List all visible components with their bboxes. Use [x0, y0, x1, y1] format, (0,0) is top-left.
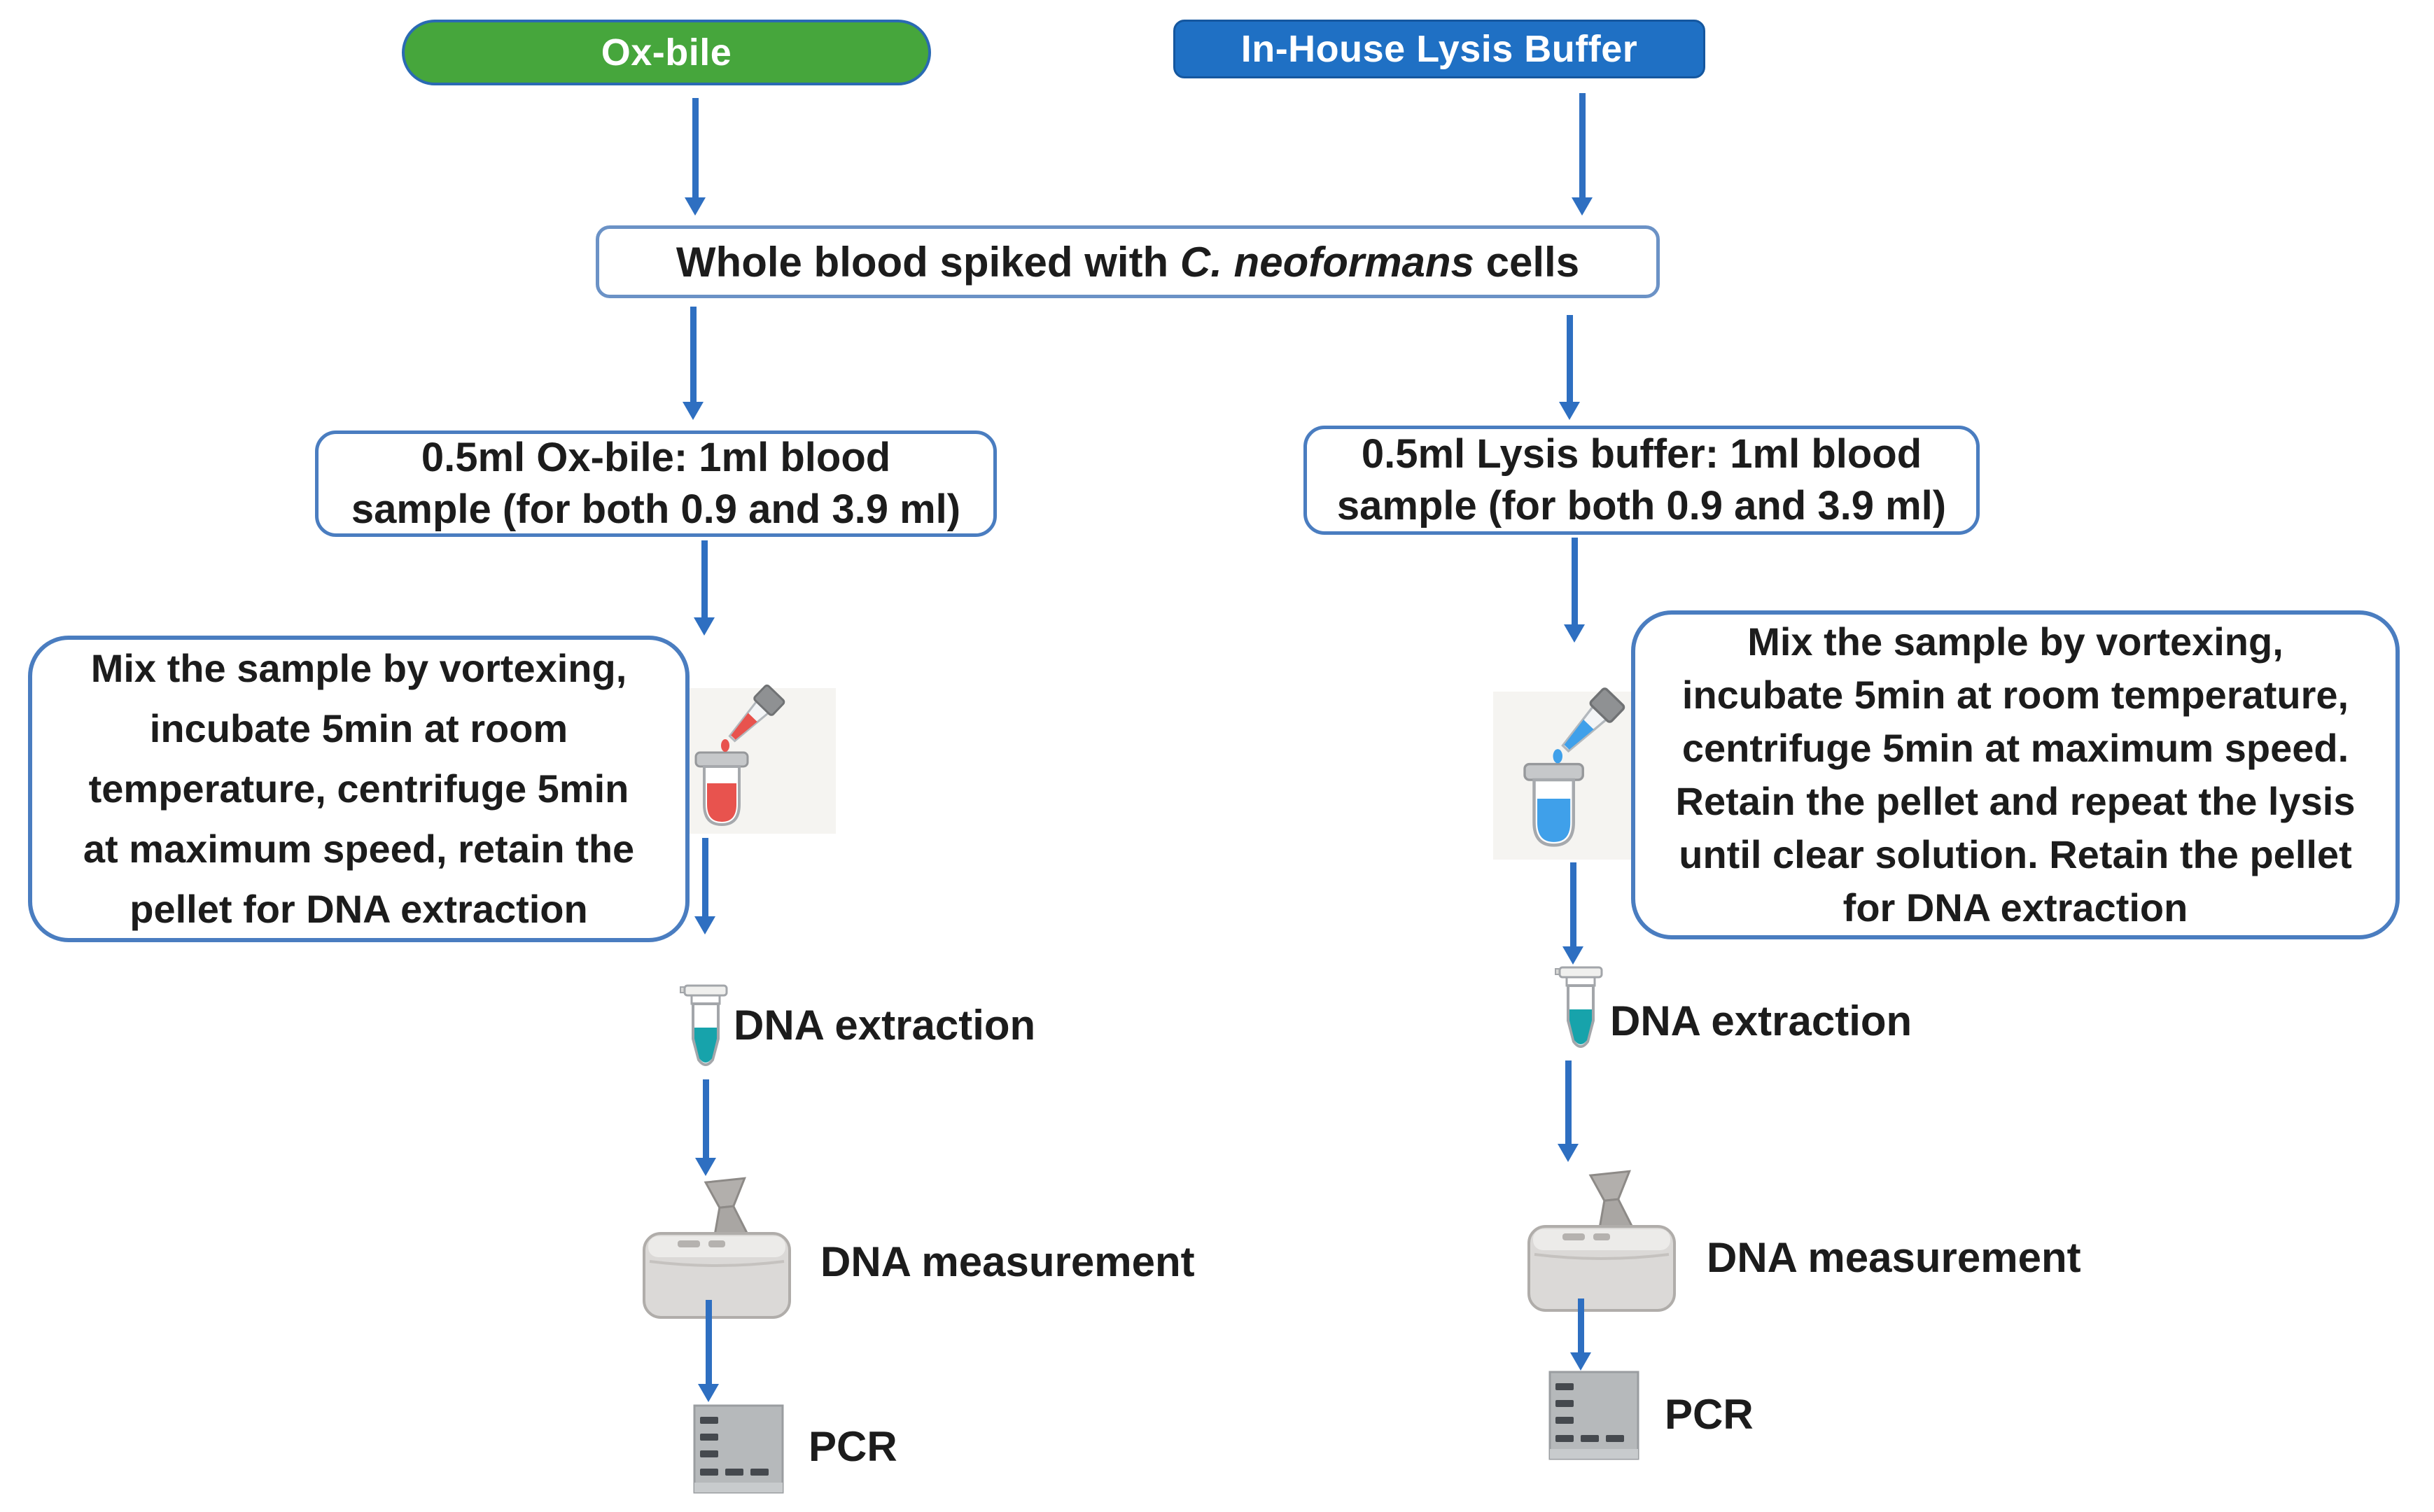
sample-text-suffix: cells: [1474, 238, 1580, 286]
note-line: incubate 5min at room temperature,: [1681, 673, 2349, 717]
arrow-head: [1564, 624, 1585, 643]
note-box-oxbile-protocol: Mix the sample by vortexing, incubate 5m…: [28, 636, 690, 942]
dose-box-lysis: 0.5ml Lysis buffer: 1ml blood sample (fo…: [1303, 426, 1980, 535]
note-line: at maximum speed, retain the: [83, 827, 635, 871]
arrow-shaft: [701, 838, 708, 916]
note-box-lysis-protocol: Mix the sample by vortexing, incubate 5m…: [1631, 610, 2400, 939]
arrow-head: [1572, 197, 1593, 216]
step-label-dna-extraction: DNA extraction: [1610, 997, 1912, 1044]
branch-header-lysis-buffer: In-House Lysis Buffer: [1173, 20, 1705, 78]
microcentrifuge-tube-icon: [680, 983, 731, 1088]
arrow-shaft: [1579, 93, 1586, 197]
arrow-head: [694, 617, 715, 636]
dose-box-oxbile: 0.5ml Ox-bile: 1ml blood sample (for bot…: [315, 430, 997, 537]
step-label-pcr: PCR: [809, 1423, 897, 1470]
arrow-down-icon: [1559, 315, 1580, 420]
arrow-down-icon: [1564, 538, 1585, 643]
arrow-head: [1558, 1144, 1579, 1162]
arrow-shaft: [1569, 862, 1576, 946]
note-line: Mix the sample by vortexing,: [1747, 620, 2283, 664]
branch-header-ox-bile: Ox-bile: [402, 20, 931, 85]
species-name: C. neoformans: [1180, 238, 1474, 286]
sample-text-prefix: Whole blood spiked with: [676, 238, 1180, 286]
spectrophotometer-icon: [641, 1177, 806, 1323]
arrow-head: [698, 1384, 719, 1402]
dose-line: 0.5ml Ox-bile: 1ml blood: [421, 435, 891, 480]
note-line: temperature, centrifuge 5min: [88, 766, 629, 811]
arrow-shaft: [1565, 1060, 1572, 1144]
gel-electrophoresis-icon: [693, 1404, 784, 1494]
arrow-head: [1562, 946, 1583, 965]
note-line: Mix the sample by vortexing,: [90, 646, 627, 690]
gel-electrophoresis-icon: [1548, 1371, 1639, 1460]
note-line: for DNA extraction: [1842, 886, 2188, 930]
dose-line: 0.5ml Lysis buffer: 1ml blood: [1361, 431, 1922, 477]
arrow-head: [694, 916, 715, 934]
arrow-shaft: [702, 1079, 709, 1158]
note-line: pellet for DNA extraction: [130, 887, 588, 931]
dose-line: sample (for both 0.9 and 3.9 ml): [351, 486, 961, 532]
arrow-down-icon: [683, 307, 704, 420]
note-line: until clear solution. Retain the pellet: [1679, 832, 2352, 876]
arrow-head: [1559, 402, 1580, 420]
arrow-down-icon: [695, 1079, 716, 1176]
arrow-head: [685, 197, 706, 216]
note-line: incubate 5min at room: [149, 706, 568, 750]
note-line: Retain the pellet and repeat the lysis: [1675, 779, 2356, 823]
arrow-down-icon: [1570, 1298, 1591, 1371]
arrow-shaft: [690, 307, 697, 402]
microcentrifuge-tube-icon: [1555, 965, 1606, 1070]
arrow-head: [1570, 1352, 1591, 1371]
arrow-down-icon: [1562, 862, 1583, 965]
arrow-down-icon: [694, 838, 715, 934]
arrow-down-icon: [1558, 1060, 1579, 1162]
arrow-shaft: [692, 98, 699, 197]
arrow-shaft: [1577, 1298, 1584, 1352]
arrow-head: [683, 402, 704, 420]
arrow-down-icon: [698, 1300, 719, 1402]
arrow-down-icon: [1572, 93, 1593, 216]
arrow-head: [695, 1158, 716, 1176]
dose-line: sample (for both 0.9 and 3.9 ml): [1336, 483, 1947, 528]
arrow-shaft: [1566, 315, 1573, 402]
arrow-down-icon: [694, 540, 715, 636]
step-label-dna-extraction: DNA extraction: [734, 1002, 1036, 1049]
arrow-shaft: [705, 1300, 712, 1384]
arrow-down-icon: [685, 98, 706, 216]
arrow-shaft: [701, 540, 708, 617]
pipette-into-tube-icon: [668, 684, 836, 834]
note-line: centrifuge 5min at maximum speed.: [1681, 726, 2349, 770]
arrow-shaft: [1571, 538, 1578, 624]
step-label-dna-measurement: DNA measurement: [820, 1238, 1195, 1285]
sample-box: Whole blood spiked with C. neoformans ce…: [596, 225, 1660, 298]
spectrophotometer-icon: [1526, 1170, 1691, 1316]
step-label-dna-measurement: DNA measurement: [1707, 1234, 2081, 1281]
step-label-pcr: PCR: [1665, 1391, 1754, 1438]
